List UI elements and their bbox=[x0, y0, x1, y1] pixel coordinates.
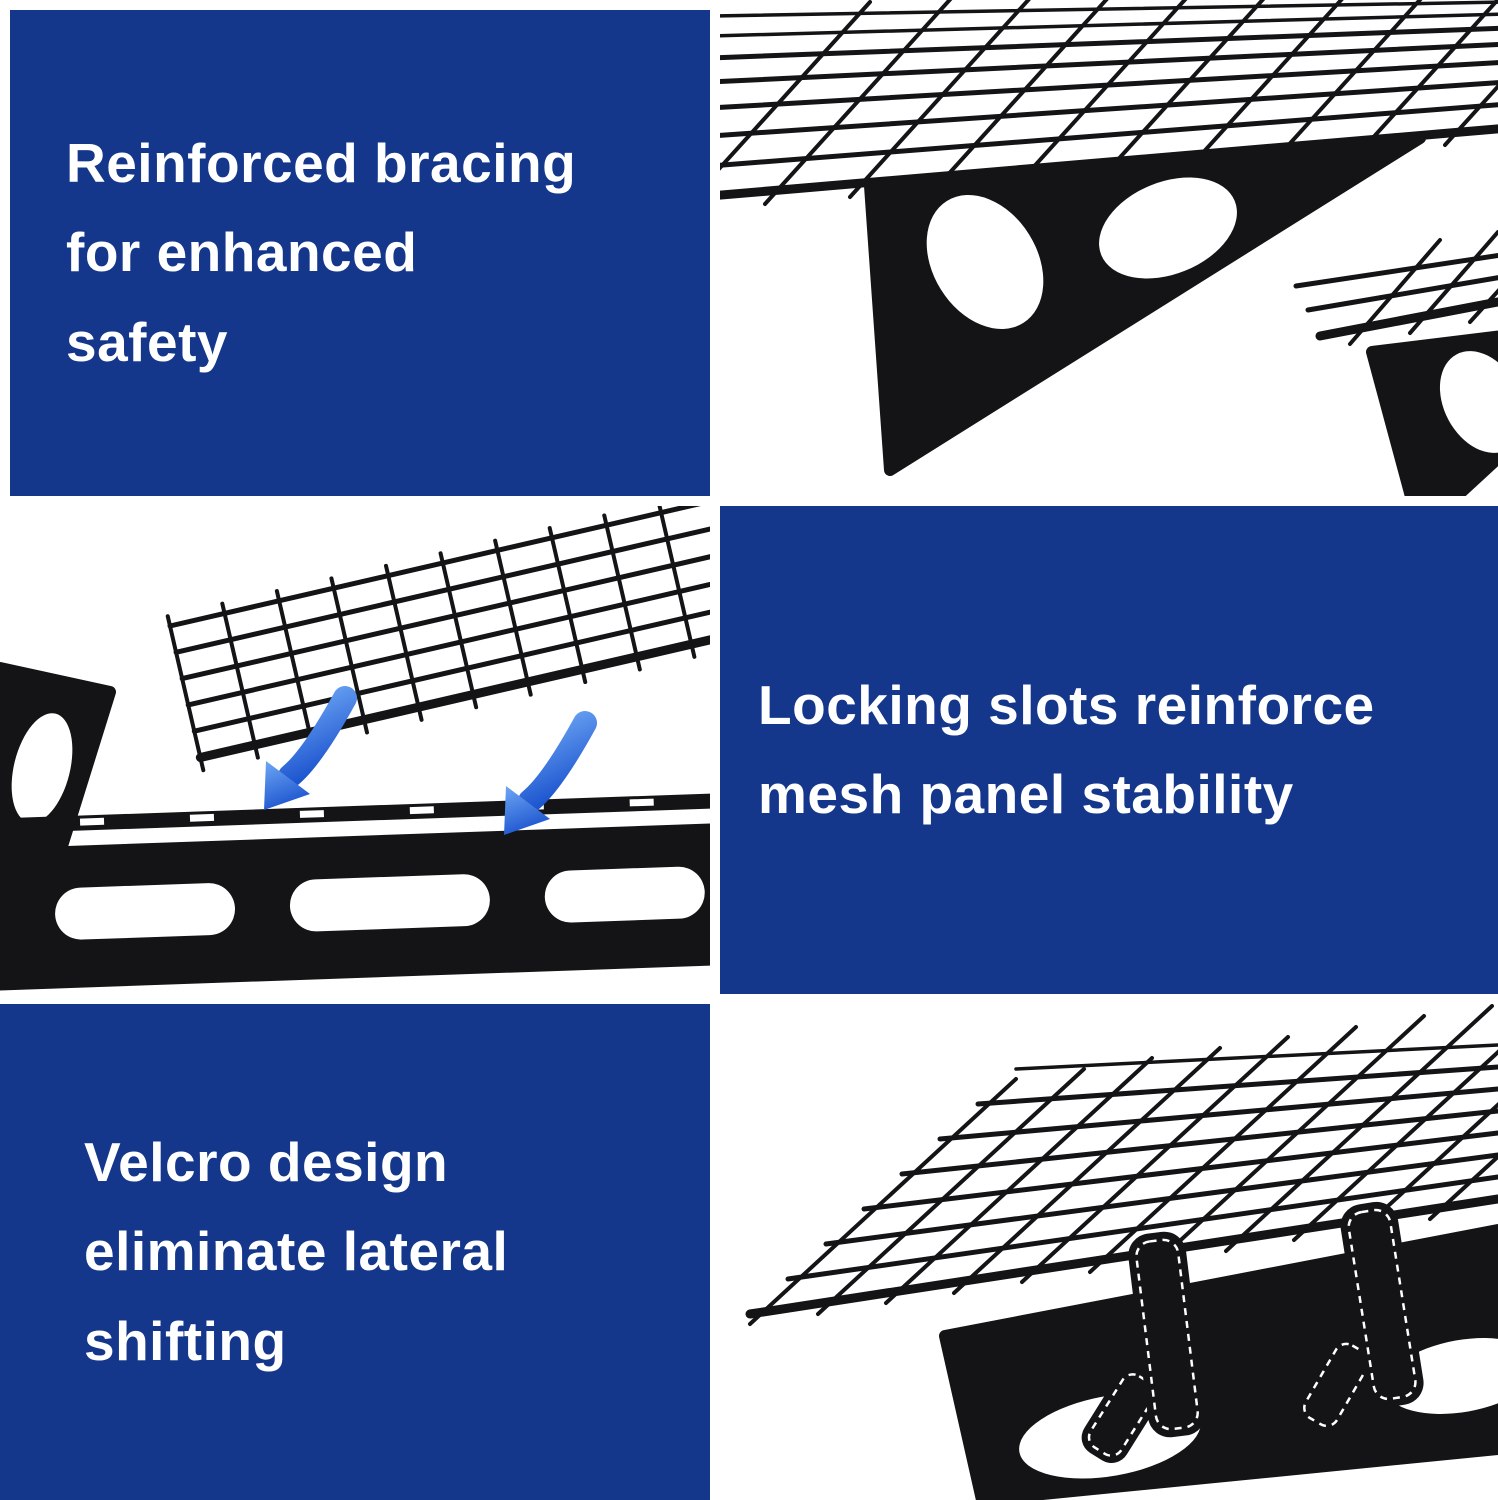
feature-line: Locking slots reinforce bbox=[758, 673, 1375, 736]
locking-slot-illustration bbox=[0, 506, 710, 991]
feature-line: mesh panel stability bbox=[758, 763, 1294, 825]
feature-line: Reinforced bracing bbox=[66, 132, 577, 195]
mesh-panel bbox=[165, 506, 710, 773]
reinforced-bracket bbox=[864, 132, 1426, 476]
front-band bbox=[0, 823, 710, 991]
photo-velcro-straps bbox=[720, 1004, 1498, 1500]
feature-line: eliminate lateral bbox=[84, 1220, 509, 1283]
feature-line: safety bbox=[66, 310, 228, 373]
adjacent-shelf-section bbox=[1293, 230, 1498, 496]
photo-shelf-bracket-underside bbox=[720, 0, 1498, 496]
feature-line: shifting bbox=[84, 1309, 287, 1372]
velcro-strap bbox=[1296, 1201, 1424, 1434]
feature-line: Velcro design bbox=[84, 1131, 449, 1194]
feature-text-velcro: Velcro design eliminate lateral shifting bbox=[84, 1118, 710, 1385]
feature-panel-locking-slots: Locking slots reinforce mesh panel stabi… bbox=[720, 506, 1498, 994]
curved-arrow-icon bbox=[264, 686, 357, 810]
feature-text-bracing: Reinforced bracing for enhanced safety bbox=[66, 119, 710, 386]
feature-panel-velcro: Velcro design eliminate lateral shifting bbox=[0, 1004, 710, 1500]
photo-locking-slots bbox=[0, 506, 710, 994]
shelf-bracket-illustration bbox=[720, 0, 1498, 496]
feature-panel-bracing: Reinforced bracing for enhanced safety bbox=[10, 10, 710, 496]
feature-line: for enhanced bbox=[66, 221, 418, 284]
velcro-strap bbox=[1081, 1231, 1206, 1463]
feature-text-locking-slots: Locking slots reinforce mesh panel stabi… bbox=[758, 661, 1498, 839]
curved-arrow-icon bbox=[504, 711, 597, 835]
velcro-strap-illustration bbox=[745, 1004, 1498, 1500]
